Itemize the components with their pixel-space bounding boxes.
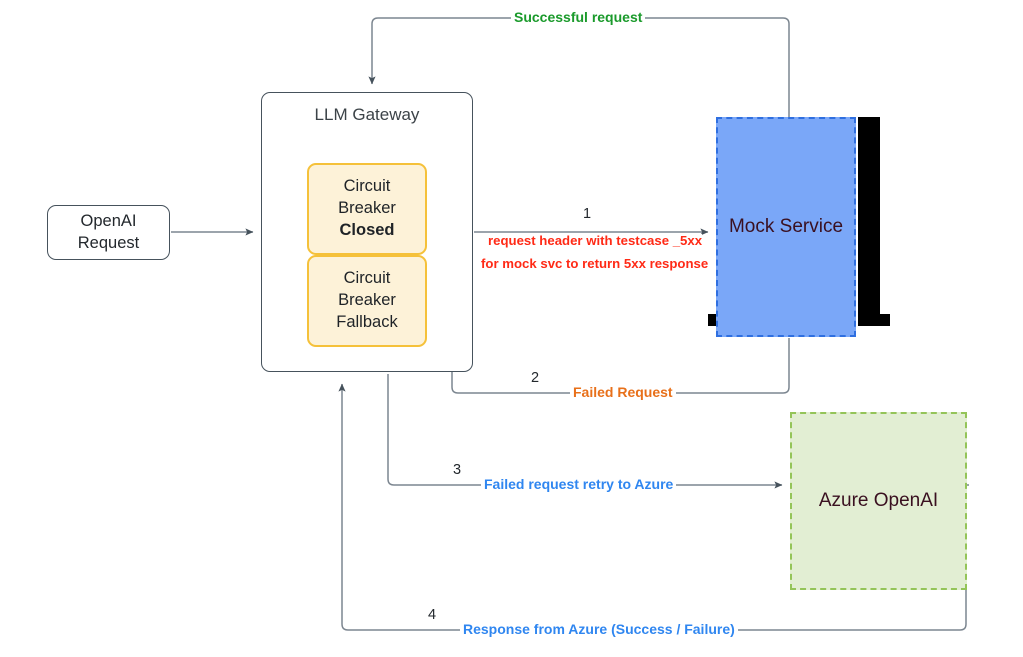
circuit-closed-state: Closed	[339, 220, 395, 239]
openai-request-line2: Request	[77, 233, 140, 252]
circuit-fallback-state: Fallback	[336, 312, 398, 331]
step-number-2: 2	[528, 370, 543, 386]
openai-request-line1: OpenAI	[80, 212, 137, 231]
node-mock-service[interactable]: Mock Service	[716, 117, 856, 337]
mock-service-label: Mock Service	[728, 216, 844, 237]
step-number-4: 4	[425, 607, 440, 623]
llm-gateway-title: LLM Gateway	[314, 105, 420, 124]
edge-label-response-from-azure: Response from Azure (Success / Failure)	[460, 621, 738, 638]
mock-service-shadow-foot	[858, 314, 890, 326]
circuit-closed-line2: Breaker	[338, 199, 396, 218]
mock-note-line-2: for mock svc to return 5xx response	[481, 256, 709, 272]
azure-openai-label: Azure OpenAI	[818, 490, 939, 511]
step-number-1: 1	[580, 206, 595, 222]
node-circuit-breaker-closed[interactable]: Circuit Breaker Closed	[307, 163, 427, 255]
edge-label-failed-request: Failed Request	[570, 384, 676, 401]
step-number-3: 3	[450, 462, 465, 478]
edge-label-retry-to-azure: Failed request retry to Azure	[481, 476, 677, 493]
edge-label-successful-request: Successful request	[511, 9, 646, 26]
node-openai-request[interactable]: OpenAI Request	[47, 205, 170, 260]
mock-note-line-1: request header with testcase _5xx	[488, 233, 703, 249]
circuit-fallback-line2: Breaker	[338, 291, 396, 310]
circuit-fallback-line1: Circuit	[343, 269, 391, 288]
circuit-closed-line1: Circuit	[343, 177, 391, 196]
node-azure-openai[interactable]: Azure OpenAI	[790, 412, 967, 590]
mock-service-shadow-vertical	[858, 117, 880, 326]
node-circuit-breaker-fallback[interactable]: Circuit Breaker Fallback	[307, 255, 427, 347]
